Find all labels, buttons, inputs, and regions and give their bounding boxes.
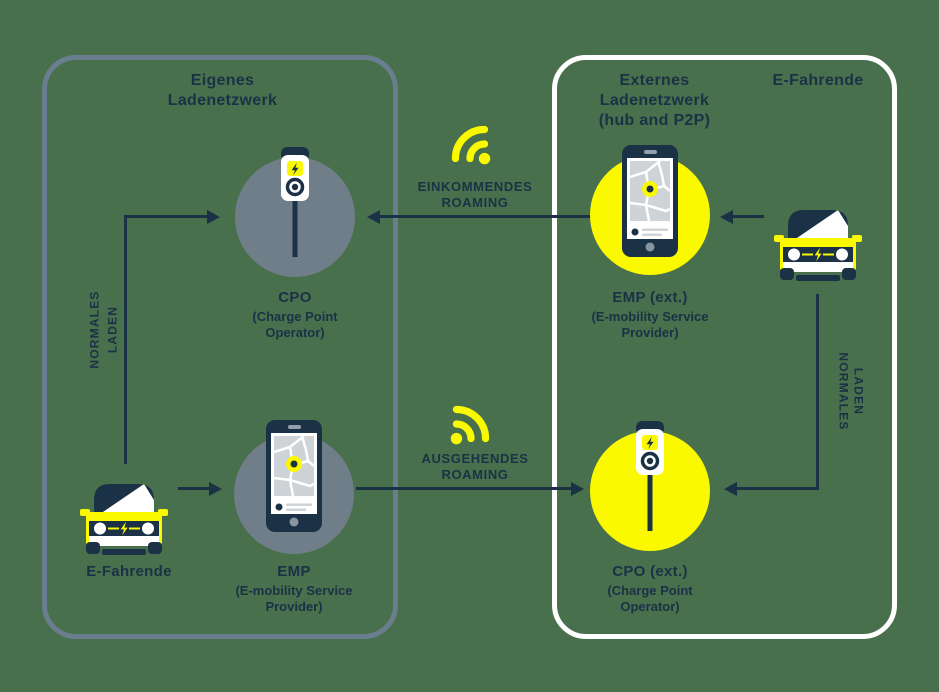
charging-station-icon bbox=[281, 147, 309, 257]
cpo-ext-desc-line1: (Charge Point bbox=[607, 583, 693, 598]
emp-ext-desc-line2: Provider) bbox=[621, 324, 679, 340]
arrowhead-car-to-emp-ext bbox=[720, 210, 733, 224]
outgoing-roaming-label: AUSGEHENDES ROAMING bbox=[390, 451, 560, 483]
cpo-desc-line2: Operator) bbox=[265, 324, 325, 340]
right-normal-charging-word1: NORMALES bbox=[836, 352, 851, 431]
wifi-signal-icon bbox=[450, 405, 490, 445]
incoming-roaming-label-line2: ROAMING bbox=[441, 195, 509, 210]
arrowhead-incoming-roaming bbox=[367, 210, 380, 224]
external-network-title-line2: Ladenetzwerk bbox=[599, 92, 710, 109]
wifi-signal-icon bbox=[451, 125, 491, 165]
emp-ext-node-label: EMP (ext.) (E-mobility Service Provider) bbox=[565, 289, 735, 340]
external-network-title: Externes Ladenetzwerk (hub and P2P) bbox=[552, 71, 757, 131]
left-normal-charging-line-horizontal bbox=[124, 215, 207, 218]
left-normal-charging-word1: NORMALES bbox=[87, 290, 102, 369]
right-normal-charging-line-horizontal bbox=[737, 487, 819, 490]
right-normal-charging-line-vertical bbox=[816, 294, 819, 490]
arrowhead-car-to-emp bbox=[209, 482, 222, 496]
own-network-title-line2: Ladenetzwerk bbox=[167, 92, 278, 109]
outgoing-roaming-line bbox=[356, 487, 571, 490]
car-to-emp-line bbox=[178, 487, 209, 490]
cpo-ext-name: CPO (ext.) bbox=[612, 563, 688, 580]
left-normal-charging-word2: LADEN bbox=[105, 305, 120, 354]
incoming-roaming-line bbox=[380, 215, 591, 218]
driver-section-title: E-Fahrende bbox=[772, 72, 864, 89]
cpo-node-label: CPO (Charge Point Operator) bbox=[210, 289, 380, 340]
cpo-ext-desc-line2: Operator) bbox=[620, 598, 680, 614]
external-charging-network-box bbox=[552, 55, 897, 639]
right-normal-charging-word2: LADEN bbox=[851, 367, 866, 416]
arrowhead-car-to-cpo bbox=[207, 210, 220, 224]
ev-car-icon bbox=[774, 210, 862, 281]
emp-name: EMP bbox=[277, 563, 311, 580]
external-network-title-line3: (hub and P2P) bbox=[598, 112, 711, 129]
smartphone-map-icon bbox=[622, 145, 678, 257]
arrowhead-outgoing-roaming bbox=[571, 482, 584, 496]
emp-ext-desc-line1: (E-mobility Service bbox=[591, 309, 709, 324]
own-network-title: Eigenes Ladenetzwerk bbox=[120, 71, 325, 111]
arrowhead-car-to-cpo-ext bbox=[724, 482, 737, 496]
emp-desc-line2: Provider) bbox=[265, 598, 323, 614]
incoming-roaming-label: EINKOMMENDES ROAMING bbox=[390, 179, 560, 211]
cpo-name: CPO bbox=[278, 289, 312, 306]
incoming-roaming-label-line1: EINKOMMENDES bbox=[417, 179, 533, 194]
external-network-title-line1: Externes bbox=[619, 72, 690, 89]
smartphone-map-icon bbox=[266, 420, 322, 532]
own-charging-network-box bbox=[42, 55, 398, 639]
own-network-title-line1: Eigenes bbox=[190, 72, 255, 89]
driver-car-label: E-Fahrende bbox=[86, 563, 172, 580]
cpo-desc-line1: (Charge Point bbox=[252, 309, 338, 324]
emp-desc-line1: (E-mobility Service bbox=[235, 583, 353, 598]
outgoing-roaming-label-line1: AUSGEHENDES bbox=[421, 451, 529, 466]
emp-node-label: EMP (E-mobility Service Provider) bbox=[209, 563, 379, 614]
outgoing-roaming-label-line2: ROAMING bbox=[441, 467, 509, 482]
emp-ext-name: EMP (ext.) bbox=[612, 289, 688, 306]
car-to-emp-ext-line bbox=[733, 215, 764, 218]
ev-car-icon bbox=[80, 484, 168, 555]
charging-station-icon bbox=[636, 421, 664, 531]
left-normal-charging-line-vertical bbox=[124, 216, 127, 464]
cpo-ext-node-label: CPO (ext.) (Charge Point Operator) bbox=[565, 563, 735, 614]
